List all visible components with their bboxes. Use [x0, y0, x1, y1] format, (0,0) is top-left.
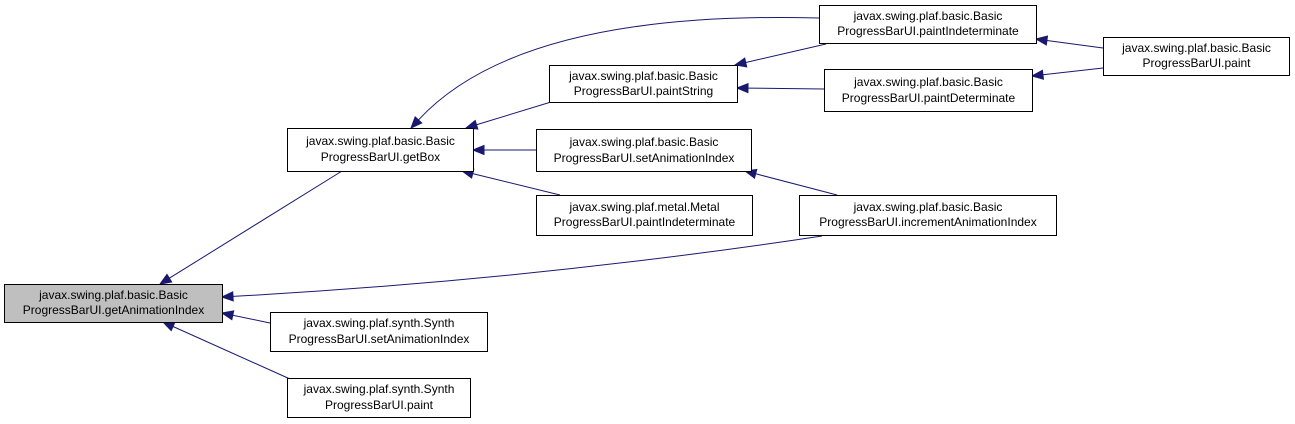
- nodes-layer: javax.swing.plaf.basic.Basic ProgressBar…: [4, 5, 1290, 418]
- node-method-label: ProgressBarUI.setAnimationIndex: [289, 332, 470, 346]
- arrowhead-icon: [220, 291, 234, 302]
- edge-incrementAnimationIndex-to-getAnimationIndex: [220, 235, 823, 302]
- edge-basicPaintIndeterminate-to-getBox: [410, 17, 820, 129]
- edge-paintDeterminate-to-paintString: [735, 82, 825, 94]
- node-method-label: ProgressBarUI.getBox: [321, 150, 440, 164]
- arrowhead-icon: [161, 321, 176, 332]
- node-basic-paint-determinate[interactable]: javax.swing.plaf.basic.Basic ProgressBar…: [824, 69, 1033, 112]
- arrowhead-icon: [733, 57, 748, 68]
- node-box: [1103, 37, 1290, 76]
- node-method-label: ProgressBarUI.paint: [1142, 56, 1251, 70]
- edge-metalPaintIndeterminate-to-getBox: [460, 168, 561, 196]
- edge-line: [232, 235, 823, 297]
- arrowhead-icon: [410, 115, 423, 129]
- edge-basicPaint-to-basicPaintIndeterminate: [1034, 35, 1104, 49]
- node-package-label: javax.swing.plaf.basic.Basic: [305, 134, 455, 148]
- node-box: [824, 69, 1033, 112]
- edge-line: [1046, 39, 1104, 49]
- node-package-label: javax.swing.plaf.basic.Basic: [568, 69, 718, 83]
- node-method-label: ProgressBarUI.paintDeterminate: [842, 91, 1016, 105]
- edge-line: [755, 173, 838, 196]
- node-method-label: ProgressBarUI.paintIndeterminate: [837, 24, 1019, 38]
- node-basic-increment-animation-index[interactable]: javax.swing.plaf.basic.Basic ProgressBar…: [799, 195, 1057, 236]
- edge-getBox-to-getAnimationIndex: [158, 170, 343, 285]
- edge-line: [476, 101, 552, 126]
- node-package-label: javax.swing.plaf.basic.Basic: [853, 200, 1003, 214]
- edge-synthSetAnimationIndex-to-getAnimationIndex: [220, 310, 271, 324]
- edge-line: [472, 173, 561, 196]
- node-method-label: ProgressBarUI.paintIndeterminate: [554, 215, 736, 229]
- arrowhead-icon: [735, 82, 749, 94]
- node-box: [819, 5, 1037, 44]
- node-box: [270, 312, 488, 352]
- edge-line: [172, 326, 291, 380]
- node-basic-paint-string[interactable]: javax.swing.plaf.basic.Basic ProgressBar…: [549, 65, 738, 103]
- node-package-label: javax.swing.plaf.synth.Synth: [303, 382, 455, 396]
- edge-basicSetAnimationIndex-to-getBox: [471, 144, 536, 156]
- node-package-label: javax.swing.plaf.metal.Metal: [568, 200, 719, 214]
- node-method-label: ProgressBarUI.paintString: [574, 84, 713, 98]
- node-package-label: javax.swing.plaf.synth.Synth: [303, 316, 455, 330]
- node-package-label: javax.swing.plaf.basic.Basic: [853, 9, 1003, 23]
- node-package-label: javax.swing.plaf.basic.Basic: [853, 75, 1003, 89]
- node-basic-get-box[interactable]: javax.swing.plaf.basic.Basic ProgressBar…: [287, 128, 474, 172]
- node-metal-paint-indeterminate[interactable]: javax.swing.plaf.metal.Metal ProgressBar…: [536, 195, 753, 236]
- edge-line: [747, 87, 825, 90]
- node-box: [287, 378, 471, 418]
- node-basic-paint-indeterminate[interactable]: javax.swing.plaf.basic.Basic ProgressBar…: [819, 5, 1037, 44]
- node-box: [536, 129, 752, 172]
- arrowhead-icon: [220, 310, 235, 321]
- node-method-label: ProgressBarUI.setAnimationIndex: [554, 151, 735, 165]
- edge-line: [169, 170, 343, 279]
- node-basic-get-animation-index[interactable]: javax.swing.plaf.basic.Basic ProgressBar…: [4, 284, 223, 323]
- node-synth-set-animation-index[interactable]: javax.swing.plaf.synth.Synth ProgressBar…: [270, 312, 488, 352]
- edge-incrementAnimationIndex-to-basicSetAnimationIndex: [743, 168, 838, 196]
- edge-line: [232, 314, 271, 324]
- node-package-label: javax.swing.plaf.basic.Basic: [569, 135, 719, 149]
- edge-paintString-to-getBox: [464, 101, 552, 130]
- edge-line: [418, 17, 820, 121]
- node-synth-paint[interactable]: javax.swing.plaf.synth.Synth ProgressBar…: [287, 378, 471, 418]
- node-box: [4, 284, 223, 323]
- node-box: [536, 195, 753, 236]
- node-method-label: ProgressBarUI.incrementAnimationIndex: [819, 215, 1036, 229]
- node-method-label: ProgressBarUI.paint: [325, 398, 434, 412]
- node-package-label: javax.swing.plaf.basic.Basic: [1121, 41, 1271, 55]
- node-basic-paint[interactable]: javax.swing.plaf.basic.Basic ProgressBar…: [1103, 37, 1290, 76]
- node-package-label: javax.swing.plaf.basic.Basic: [38, 288, 188, 302]
- arrowhead-icon: [471, 144, 485, 156]
- node-method-label: ProgressBarUI.getAnimationIndex: [23, 303, 204, 317]
- node-box: [287, 128, 474, 172]
- edge-basicPaint-to-paintDeterminate: [1030, 67, 1104, 80]
- arrowhead-icon: [1034, 35, 1049, 46]
- edge-basicPaintIndeterminate-to-paintString: [733, 43, 827, 68]
- node-box: [549, 65, 738, 103]
- arrowhead-icon: [158, 273, 173, 285]
- node-basic-set-animation-index[interactable]: javax.swing.plaf.basic.Basic ProgressBar…: [536, 129, 752, 172]
- edge-line: [1042, 67, 1104, 76]
- arrowhead-icon: [464, 119, 479, 130]
- arrowhead-icon: [1030, 69, 1045, 80]
- edge-line: [745, 43, 827, 64]
- node-box: [799, 195, 1057, 236]
